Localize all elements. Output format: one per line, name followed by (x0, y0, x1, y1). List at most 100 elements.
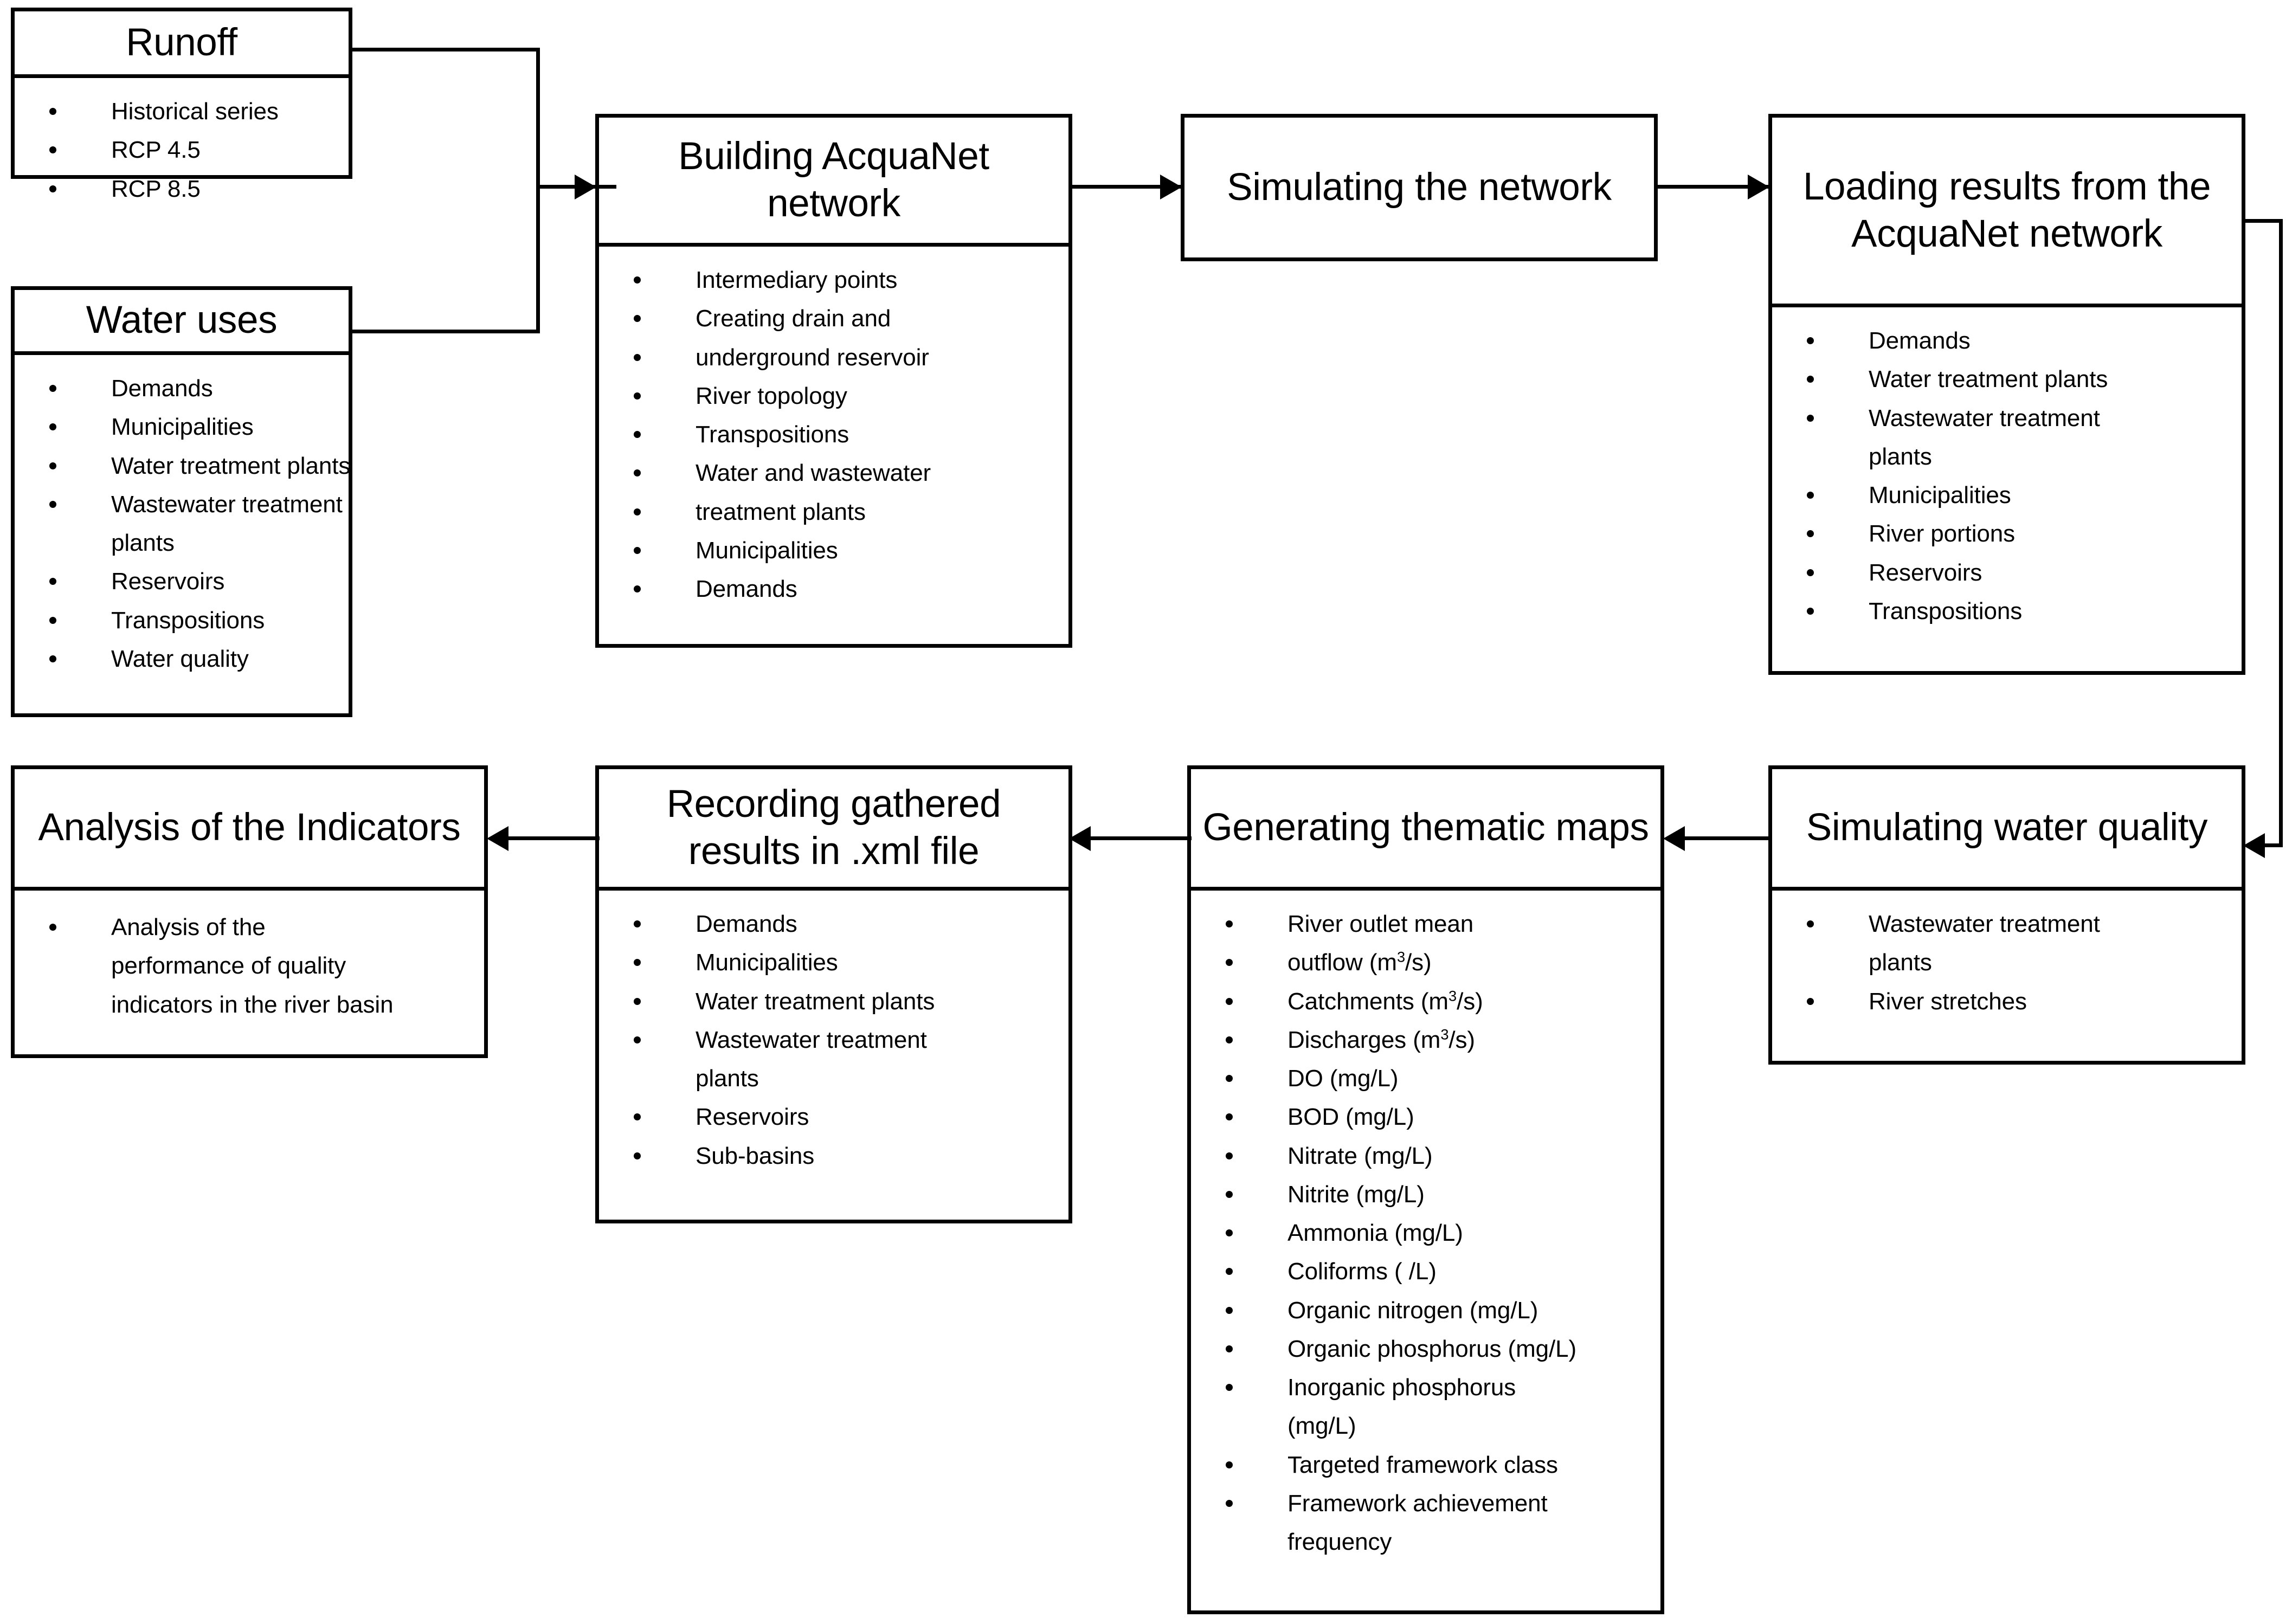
list-item: Targeted framework class (1191, 1446, 1655, 1484)
list-item: DO (mg/L) (1191, 1059, 1655, 1098)
list-item: Organic nitrogen (mg/L) (1191, 1291, 1655, 1330)
node-loading-results-list: Demands Water treatment plants Wastewate… (1772, 321, 2236, 630)
list-item: Transpositions (599, 415, 1063, 454)
list-item: Catchments (m3/s) (1191, 982, 1655, 1021)
node-water-uses-body: Demands Municipalities Water treatment p… (15, 355, 350, 690)
list-item: outflow (m3/s) (1191, 943, 1655, 982)
arrow-head-to-simulating-network (1160, 175, 1182, 199)
arrow-head-to-recording-results (1069, 826, 1091, 851)
list-item: Intermediary points (599, 261, 1063, 299)
node-recording-gathered-results-body: Demands Municipalities Water treatment p… (599, 891, 1068, 1187)
node-building-acquanet-network[interactable]: Building AcquaNet network Intermediary p… (595, 114, 1072, 648)
list-item-continuation: plants (111, 530, 175, 557)
list-item: Transpositions (15, 601, 343, 640)
edge-maps-to-recording-h (1081, 836, 1192, 840)
node-simulating-the-network[interactable]: Simulating the network (1181, 114, 1658, 261)
node-simulating-the-network-header: Simulating the network (1227, 165, 1612, 209)
node-loading-results-body: Demands Water treatment plants Wastewate… (1772, 307, 2242, 642)
node-generating-thematic-maps[interactable]: Generating thematic maps River outlet me… (1187, 765, 1664, 1614)
list-item: Demands (15, 369, 343, 408)
node-runoff-list: Historical series RCP 4.5 RCP 8.5 (15, 92, 343, 208)
list-item: Wastewater treatment (15, 485, 343, 524)
list-item-continuation: frequency (1287, 1529, 1392, 1556)
list-item-continuation: plants (1869, 949, 1932, 976)
edge-merge-vertical (536, 48, 540, 333)
list-item: Historical series (15, 92, 343, 131)
node-simulating-water-quality-body: Wastewater treatment plants River stretc… (1772, 891, 2242, 1033)
node-analysis-of-the-indicators-header: Analysis of the Indicators (15, 769, 484, 891)
list-item: Water quality (15, 640, 343, 678)
list-item: Municipalities (599, 943, 1063, 982)
edge-building-to-simulating-h (1069, 185, 1183, 189)
list-item-continuation: plants (696, 1065, 759, 1092)
list-item: Framework achievement (1191, 1484, 1655, 1523)
node-analysis-of-the-indicators-body: Analysis of the performance of quality i… (15, 891, 484, 1036)
list-item: Discharges (m3/s) (1191, 1021, 1655, 1059)
node-recording-gathered-results-header: Recording gathered results in .xml file (599, 769, 1068, 891)
list-item: Wastewater treatment (599, 1021, 1063, 1059)
list-item: Water treatment plants (1772, 360, 2236, 398)
node-analysis-of-the-indicators[interactable]: Analysis of the Indicators Analysis of t… (11, 765, 488, 1058)
arrow-head-to-building-acquanet (575, 175, 596, 199)
list-item: Water and wastewater (599, 454, 1063, 492)
arrow-head-to-generating-thematic-maps (1663, 826, 1685, 851)
node-water-uses-list: Demands Municipalities Water treatment p… (15, 369, 350, 678)
node-simulating-water-quality[interactable]: Simulating water quality Wastewater trea… (1768, 765, 2245, 1065)
node-analysis-of-the-indicators-list: Analysis of the performance of quality i… (15, 908, 479, 1024)
node-water-uses[interactable]: Water uses Demands Municipalities Water … (11, 286, 352, 717)
list-item: Ammonia (mg/L) (1191, 1214, 1655, 1252)
node-loading-results[interactable]: Loading results from the AcquaNet networ… (1768, 114, 2245, 675)
list-item: Analysis of the (15, 908, 479, 946)
list-item: Organic phosphorus (mg/L) (1191, 1330, 1655, 1368)
node-runoff-body: Historical series RCP 4.5 RCP 8.5 (15, 78, 349, 220)
list-item: River outlet mean (1191, 905, 1655, 943)
list-item-continuation: performance of quality (111, 952, 346, 979)
node-runoff[interactable]: Runoff Historical series RCP 4.5 RCP 8.5 (11, 8, 352, 202)
list-item: Demands (599, 570, 1063, 608)
edge-water-uses-to-building-segment-h (349, 330, 540, 333)
node-water-uses-header: Water uses (15, 290, 349, 355)
list-item: Nitrite (mg/L) (1191, 1175, 1655, 1214)
list-item: Creating drain and (599, 299, 1063, 338)
list-item: River portions (1772, 514, 2236, 553)
list-item: River stretches (1772, 982, 2236, 1021)
list-item: Municipalities (15, 408, 343, 446)
node-loading-results-header: Loading results from the AcquaNet networ… (1772, 118, 2242, 307)
list-item: Reservoirs (15, 562, 343, 601)
edge-loading-to-quality-h-bottom (2249, 843, 2283, 847)
edge-loading-to-quality-v (2279, 219, 2283, 847)
node-generating-thematic-maps-list: River outlet mean outflow (m3/s) Catchme… (1191, 905, 1655, 1562)
edge-recording-to-analysis-h (499, 836, 600, 840)
node-generating-thematic-maps-header: Generating thematic maps (1191, 769, 1660, 891)
list-item: Demands (599, 905, 1063, 943)
node-building-acquanet-network-header: Building AcquaNet network (599, 118, 1068, 247)
list-item: Coliforms ( /L) (1191, 1252, 1655, 1291)
list-item: RCP 8.5 (15, 170, 343, 208)
list-item: Municipalities (1772, 476, 2236, 514)
list-item: Municipalities (599, 531, 1063, 570)
node-runoff-header: Runoff (15, 11, 349, 78)
list-item-continuation: plants (1869, 443, 1932, 470)
edge-loading-to-quality-h-top (2242, 219, 2283, 223)
list-item-continuation: (mg/L) (1287, 1413, 1356, 1440)
list-item: Water treatment plants (599, 982, 1063, 1021)
node-recording-gathered-results[interactable]: Recording gathered results in .xml file … (595, 765, 1072, 1223)
list-item: BOD (mg/L) (1191, 1098, 1655, 1136)
list-item-continuation: indicators in the river basin (111, 991, 394, 1018)
list-item: Inorganic phosphorus (1191, 1368, 1655, 1407)
arrow-head-to-analysis-indicators (487, 826, 508, 851)
node-building-acquanet-network-body: Intermediary points Creating drain and u… (599, 247, 1068, 620)
node-generating-thematic-maps-body: River outlet mean outflow (m3/s) Catchme… (1191, 891, 1660, 1574)
edge-runoff-to-building-segment-h (349, 48, 540, 51)
list-item: Transpositions (1772, 592, 2236, 630)
list-item: treatment plants (599, 493, 1063, 531)
list-item: Water treatment plants (15, 447, 350, 485)
edge-quality-to-maps-h (1675, 836, 1772, 840)
arrow-head-to-simulating-water-quality (2243, 833, 2265, 858)
list-item: underground reservoir (599, 338, 1063, 377)
list-item: Nitrate (mg/L) (1191, 1137, 1655, 1175)
edge-simulating-to-loading-h (1654, 185, 1771, 189)
node-recording-gathered-results-list: Demands Municipalities Water treatment p… (599, 905, 1063, 1175)
list-item: Wastewater treatment (1772, 399, 2236, 437)
